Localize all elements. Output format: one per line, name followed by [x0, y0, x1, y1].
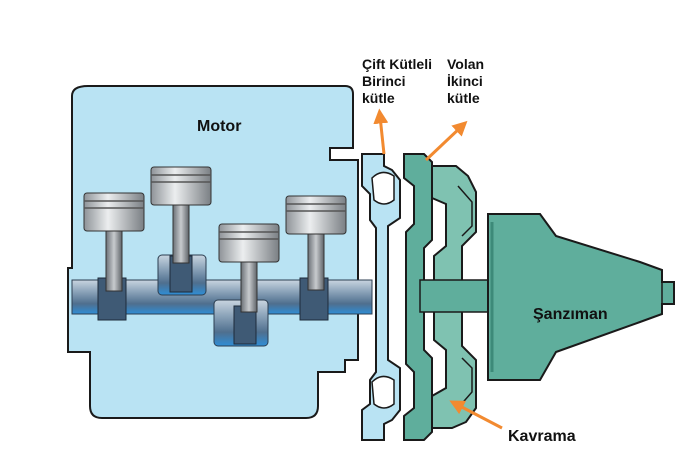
label-dmf-primary-line1: Çift Kütleli: [362, 56, 432, 72]
label-dmf-primary-line3: kütle: [362, 90, 395, 106]
label-flywheel-secondary: Volan İkinci kütle: [447, 56, 484, 107]
arrow-icon: [373, 108, 389, 155]
flywheel-secondary-mass: [403, 153, 433, 441]
label-flywheel-line3: kütle: [447, 90, 480, 106]
dmf-primary-mass: [361, 153, 401, 441]
label-flywheel-line1: Volan: [447, 56, 485, 72]
label-flywheel-line2: İkinci: [447, 73, 483, 89]
arrow-icon: [449, 400, 503, 430]
input-shaft: [419, 279, 501, 313]
transmission-housing: [487, 213, 675, 381]
label-clutch: Kavrama: [508, 428, 576, 445]
label-dmf-primary: Çift Kütleli Birinci kütle: [362, 56, 432, 107]
piston-icon: [83, 192, 145, 292]
label-dmf-primary-line2: Birinci: [362, 73, 406, 89]
piston-icon: [285, 195, 347, 291]
engine-block: [67, 85, 359, 419]
arrow-icon: [424, 120, 468, 162]
label-transmission: Şanzıman: [533, 306, 608, 323]
piston-icon: [150, 166, 212, 264]
piston-icon: [218, 223, 280, 313]
label-motor: Motor: [197, 118, 242, 135]
